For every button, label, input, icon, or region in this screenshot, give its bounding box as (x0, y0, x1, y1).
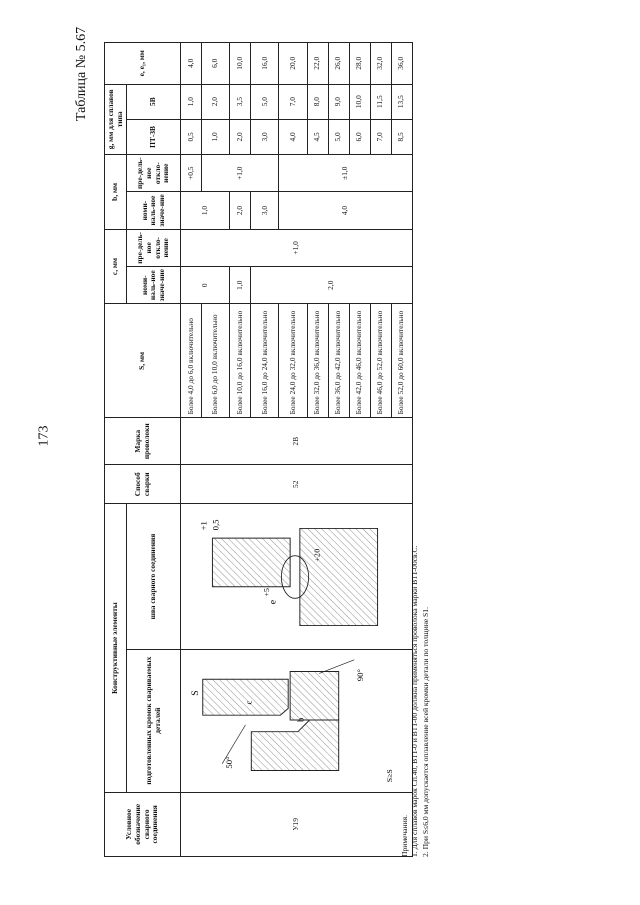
header-b-deviation: пре-дель-ное откло-нение (126, 154, 181, 192)
s-range-7: Более 36,0 до 42,0 включительно (328, 303, 350, 418)
g-5v-5: 7,0 (278, 84, 308, 120)
header-method: Способ сварки (104, 464, 181, 504)
g-pt3v-9: 7,0 (370, 119, 392, 155)
e-7: 26,0 (328, 42, 350, 85)
drawing-c-label: c (243, 700, 253, 704)
e-6: 22,0 (307, 42, 329, 85)
g-5v-1: 1,0 (180, 84, 202, 120)
seam-e-label: e (268, 599, 279, 603)
seam-g-tol: +1 (199, 521, 209, 530)
g-5v-6: 8,0 (307, 84, 329, 120)
header-elements: Конструктивные элементы (104, 503, 127, 793)
header-wire: Марка проволоки (104, 417, 181, 465)
header-edges: подготовленных кромок свариваемых детале… (126, 649, 181, 793)
g-5v-3: 3,5 (229, 84, 251, 120)
g-pt3v-7: 5,0 (328, 119, 350, 155)
header-c: c, мм (104, 229, 127, 304)
drawing-b-label: b (296, 717, 306, 722)
b-nominal-2: 2,0 (229, 191, 251, 230)
header-b-nominal: номи-наль-ное значе-ние (126, 191, 181, 230)
seam-g-val: 0,5 (210, 518, 220, 530)
welding-table: Условное обозначение сварного соединения… (104, 42, 413, 857)
header-seam: шва сварного соединения (126, 503, 181, 650)
g-pt3v-3: 2,0 (229, 119, 251, 155)
e-3: 10,0 (229, 42, 251, 85)
g-5v-8: 10,0 (349, 84, 371, 120)
g-5v-4: 5,0 (250, 84, 279, 120)
header-b: b, мм (104, 154, 127, 230)
drawing-s-label: S (190, 690, 201, 695)
g-pt3v-5: 4,0 (278, 119, 308, 155)
g-pt3v-1: 0,5 (180, 119, 202, 155)
page-number: 173 (36, 425, 52, 447)
header-designation: Условное обозначение сварного соединения (104, 792, 181, 857)
e-1: 4,0 (180, 42, 202, 85)
e-2: 6,0 (201, 42, 230, 85)
seam-e-tol: +5 (262, 588, 271, 596)
header-g-pt3v: ПТ-3В (126, 119, 181, 155)
header-g-5v: 5В (126, 84, 181, 120)
note-2: 2. При S≤6,0 мм допускается оплавление в… (420, 607, 430, 857)
e-5: 20,0 (278, 42, 308, 85)
g-5v-9: 11,5 (370, 84, 392, 120)
g-pt3v-6: 4,5 (307, 119, 329, 155)
s-range-1: Более 4,0 до 6,0 включительно (180, 303, 202, 418)
e-8: 28,0 (349, 42, 371, 85)
seam-drawing: e +5 +1 0,5 +2 0 (199, 518, 379, 626)
b-deviation-1: +0,5 (180, 154, 202, 192)
e-4: 16,0 (250, 42, 279, 85)
row-wire: 2В (180, 417, 413, 465)
g-pt3v-8: 6,0 (349, 119, 371, 155)
seam-g2-zero: 0 (312, 548, 321, 552)
header-c-nominal: номи-наль-ное значе-ние (126, 266, 181, 304)
s-range-3: Более 10,0 до 16,0 включительно (229, 303, 251, 418)
b-nominal-1: 1,0 (180, 191, 230, 230)
notes-block: Примечания. 1. Для сплавов марок Сп.40, … (400, 57, 431, 857)
b-nominal-3: 3,0 (250, 191, 279, 230)
s-range-6: Более 32,0 до 36,0 включительно (307, 303, 329, 418)
angle-50-label: 50° (224, 756, 234, 769)
angle-90-label: 90° (355, 668, 365, 681)
c-nominal-0: 0 (180, 266, 230, 304)
s-range-9: Более 46,0 до 52,0 включительно (370, 303, 392, 418)
b-nominal-4: 4,0 (278, 191, 413, 230)
b-deviation-2: +1,0 (201, 154, 279, 192)
s-range-2: Более 6,0 до 10,0 включительно (201, 303, 230, 418)
drawing-s-ge-s-label: S≥S (385, 769, 394, 782)
header-e: e, e₁, мм (104, 42, 181, 85)
c-nominal-1: 1,0 (229, 266, 251, 304)
g-pt3v-2: 1,0 (201, 119, 230, 155)
e-9: 32,0 (370, 42, 392, 85)
row-method: 52 (180, 464, 413, 504)
s-range-4: Более 16,0 до 24,0 включительно (250, 303, 279, 418)
s-range-8: Более 42,0 до 46,0 включительно (349, 303, 371, 418)
c-deviation: +1,0 (180, 229, 413, 267)
s-range-5: Более 24,0 до 32,0 включительно (278, 303, 308, 418)
b-deviation-3: ±1,0 (278, 154, 413, 192)
edges-drawing: 50° 90° S c b S≥S (190, 659, 394, 782)
notes-title: Примечания. (400, 814, 409, 857)
edges-drawing-cell: 50° 90° S c b S≥S (180, 649, 413, 793)
seam-drawing-cell: e +5 +1 0,5 +2 0 (180, 503, 413, 650)
header-s: S, мм (104, 303, 181, 418)
c-nominal-2: 2,0 (250, 266, 413, 304)
table-title: Таблица № 5.67 (74, 26, 89, 122)
seam-g2-tol: +2 (312, 553, 321, 561)
rotated-table-block: Условное обозначение сварного соединения… (104, 42, 444, 857)
g-pt3v-4: 3,0 (250, 119, 279, 155)
g-5v-7: 9,0 (328, 84, 350, 120)
note-1: 1. Для сплавов марок Сп.40, ВТ1-0 и ВТ1-… (410, 545, 420, 857)
row-designation: У19 (180, 792, 413, 857)
header-c-deviation: пре-дель-ное откло-нение (126, 229, 181, 267)
g-5v-2: 2,0 (201, 84, 230, 120)
header-g: g, мм для сплавов типа (104, 84, 127, 155)
